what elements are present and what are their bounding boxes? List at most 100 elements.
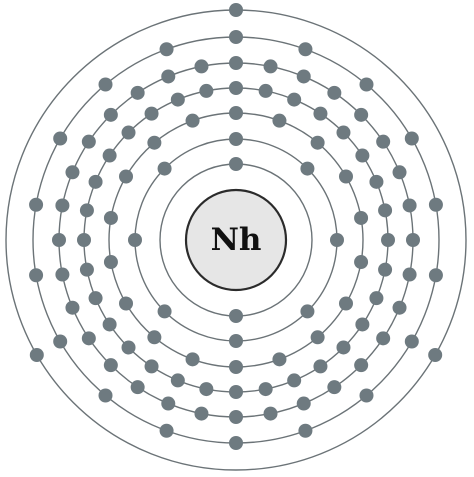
electron-shell-5: [103, 107, 118, 122]
electron-shell-2: [157, 161, 172, 176]
electron-shell-4: [355, 317, 370, 332]
electron-shell-4: [121, 125, 136, 140]
electron-shell-3: [338, 296, 353, 311]
electron-shell-4: [381, 233, 395, 247]
electron-shell-3: [147, 330, 162, 345]
electron-shell-5: [376, 134, 391, 149]
electron-shell-5: [392, 300, 407, 315]
electron-shell-4: [144, 359, 159, 374]
electron-shell-5: [130, 380, 145, 395]
electron-shell-4: [199, 382, 214, 397]
electron-shell-4: [79, 203, 94, 218]
electron-shell-4: [199, 83, 214, 98]
electron-shell-3: [185, 113, 200, 128]
electron-shell-6: [159, 423, 174, 438]
electron-shell-5: [229, 410, 243, 424]
electron-shell-4: [287, 373, 302, 388]
nucleus-circle: [184, 188, 288, 292]
electron-shell-6: [428, 197, 443, 212]
electron-shell-4: [378, 262, 393, 277]
electron-shell-4: [88, 291, 103, 306]
electron-shell-4: [313, 359, 328, 374]
electron-shell-5: [354, 107, 369, 122]
electron-shell-5: [376, 331, 391, 346]
electron-shell-6: [404, 334, 419, 349]
electron-shell-6: [98, 77, 113, 92]
electron-shell-6: [229, 436, 243, 450]
electron-shell-4: [170, 373, 185, 388]
electron-shell-5: [392, 165, 407, 180]
electron-shell-4: [121, 340, 136, 355]
electron-shell-1: [229, 309, 243, 323]
electron-shell-4: [378, 203, 393, 218]
electron-shell-2: [229, 132, 243, 146]
nucleus: Nh: [184, 188, 288, 292]
electron-shell-5: [194, 59, 209, 74]
electron-shell-3: [185, 352, 200, 367]
electron-shell-5: [55, 267, 70, 282]
electron-shell-6: [53, 334, 68, 349]
electron-shell-4: [229, 385, 243, 399]
electron-shell-4: [144, 106, 159, 121]
electron-shell-6: [159, 42, 174, 57]
electron-shell-5: [161, 69, 176, 84]
electron-shell-4: [170, 92, 185, 107]
electron-shell-6: [428, 268, 443, 283]
electron-shell-5: [81, 134, 96, 149]
electron-shell-4: [258, 83, 273, 98]
electron-shell-6: [29, 268, 44, 283]
electron-shell-4: [102, 317, 117, 332]
electron-shell-7: [428, 348, 443, 362]
electron-shell-5: [402, 198, 417, 213]
electron-shell-3: [229, 106, 243, 120]
electron-shell-5: [406, 233, 420, 247]
electron-shell-6: [53, 131, 68, 146]
electron-shell-2: [300, 161, 315, 176]
electron-shell-3: [354, 210, 369, 225]
electron-shell-4: [355, 148, 370, 163]
electron-shell-4: [336, 125, 351, 140]
electron-shell-5: [103, 358, 118, 373]
electron-shell-3: [272, 352, 287, 367]
electron-shell-3: [103, 210, 118, 225]
electron-shell-6: [229, 30, 243, 44]
electron-shell-4: [287, 92, 302, 107]
electron-shell-2: [128, 233, 142, 247]
electron-shells: [5, 3, 467, 471]
electron-shell-3: [229, 360, 243, 374]
electron-shell-3: [103, 255, 118, 270]
electron-shell-7: [229, 3, 243, 17]
electron-shell-3: [119, 169, 134, 184]
electron-shell-5: [52, 233, 66, 247]
electron-shell-5: [81, 331, 96, 346]
electron-shell-6: [298, 423, 313, 438]
electron-shell-7: [29, 348, 44, 362]
electron-shell-1: [229, 157, 243, 171]
electron-shell-6: [404, 131, 419, 146]
electron-shell-5: [354, 358, 369, 373]
electron-shell-3: [310, 330, 325, 345]
electron-shell-3: [338, 169, 353, 184]
electron-shell-6: [359, 77, 374, 92]
electron-shell-5: [402, 267, 417, 282]
electron-shell-5: [263, 406, 278, 421]
electron-shell-5: [194, 406, 209, 421]
electron-shell-5: [296, 396, 311, 411]
electron-shell-6: [359, 388, 374, 403]
electron-shell-5: [263, 59, 278, 74]
electron-shell-5: [65, 165, 80, 180]
electron-shell-2: [157, 304, 172, 319]
element-symbol: Nh: [211, 222, 262, 258]
electron-shell-2: [300, 304, 315, 319]
electron-shell-4: [336, 340, 351, 355]
electron-shell-4: [79, 262, 94, 277]
electron-shell-3: [147, 135, 162, 150]
electron-shell-3: [354, 255, 369, 270]
electron-shell-4: [369, 174, 384, 189]
electron-shell-5: [327, 380, 342, 395]
electron-shell-2: [229, 334, 243, 348]
electron-shell-5: [327, 85, 342, 100]
electron-shell-4: [313, 106, 328, 121]
electron-shell-5: [130, 85, 145, 100]
